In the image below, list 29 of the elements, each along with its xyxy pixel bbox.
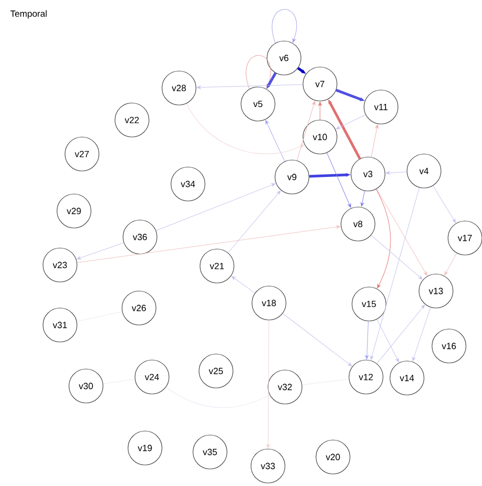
arrow — [370, 187, 420, 360]
arrow — [265, 120, 285, 162]
arrow — [186, 103, 304, 154]
arrow — [370, 235, 423, 280]
arrow — [156, 183, 276, 231]
arrow — [432, 186, 456, 223]
arrow — [231, 276, 256, 294]
arrow — [376, 319, 400, 362]
arrow — [282, 313, 352, 366]
arrow — [272, 9, 297, 44]
arrow — [412, 307, 431, 362]
arrow — [371, 124, 379, 158]
arrow — [336, 114, 366, 130]
arrow — [360, 190, 365, 207]
arrow — [228, 190, 281, 254]
arrow — [76, 242, 124, 260]
arrow — [386, 171, 407, 175]
arrow — [296, 100, 316, 161]
arrow — [376, 188, 428, 276]
arrow — [318, 102, 322, 120]
arrow — [266, 320, 270, 448]
title: Temporal — [10, 10, 47, 19]
arrow — [376, 304, 425, 364]
arrow — [376, 188, 391, 288]
arrow — [365, 321, 369, 360]
arrow — [196, 84, 303, 90]
arrow — [76, 225, 340, 263]
arrow — [444, 252, 457, 276]
arrow — [326, 152, 352, 208]
